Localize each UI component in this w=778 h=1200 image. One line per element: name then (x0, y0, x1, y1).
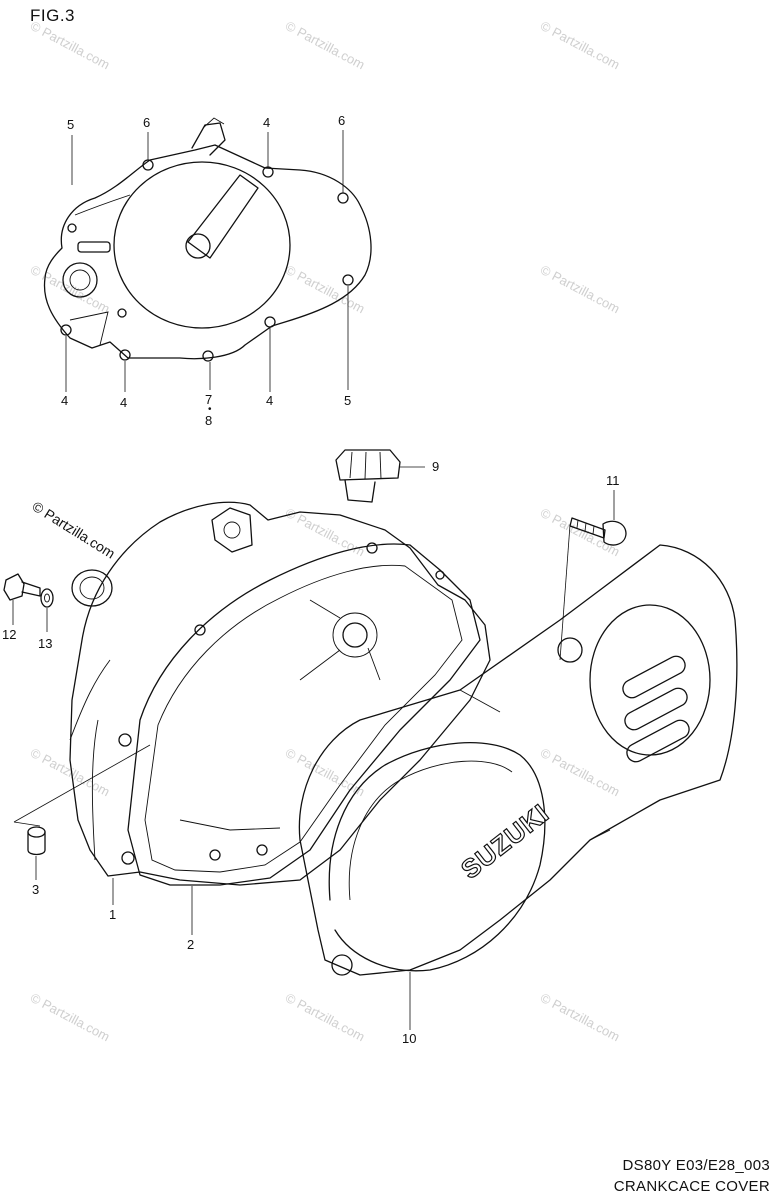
leader-lines-top (65, 130, 349, 392)
part-1-crankcase-cover (69, 501, 491, 886)
callout-number: 5 (67, 117, 75, 132)
part-9-oil-filler-cap (335, 449, 425, 503)
part-11-screw (559, 490, 627, 661)
diagram-code: DS80Y E03/E28_003 (622, 1157, 770, 1174)
callout-number: 10 (402, 1031, 417, 1046)
callout-number: 6 (338, 113, 346, 128)
part-3-dowel-pin (13, 744, 151, 856)
callout-number: 5 (344, 393, 352, 408)
clutch-cover-outline (43, 117, 372, 362)
callout-number: 1 (109, 907, 117, 922)
callout-number: 13 (38, 636, 53, 651)
part-10-outer-cover: SUZUKI (298, 544, 738, 976)
suzuki-emblem: SUZUKI (455, 798, 554, 885)
callout-number: 4 (61, 393, 69, 408)
callout-number: 2 (187, 937, 195, 952)
callout-number: 3 (32, 882, 40, 897)
part-13-washer (40, 588, 54, 632)
callout-separator: • (208, 404, 212, 415)
callout-number: 12 (2, 627, 17, 642)
callout-number: 8 (205, 413, 213, 428)
part-2-gasket (127, 542, 481, 886)
callout-number: 4 (266, 393, 274, 408)
callout-number: 11 (606, 473, 620, 488)
callout-number: 4 (120, 395, 128, 410)
leader-lines-bottom (35, 856, 411, 1030)
diagram-title: CRANKCACE COVER (613, 1178, 770, 1195)
figure-label: FIG.3 (30, 6, 76, 25)
callout-number: 9 (432, 459, 440, 474)
part-12-bolt (3, 573, 41, 625)
callout-number: 4 (263, 115, 271, 130)
callout-number: 6 (143, 115, 151, 130)
callout-number: 7 (205, 392, 213, 407)
